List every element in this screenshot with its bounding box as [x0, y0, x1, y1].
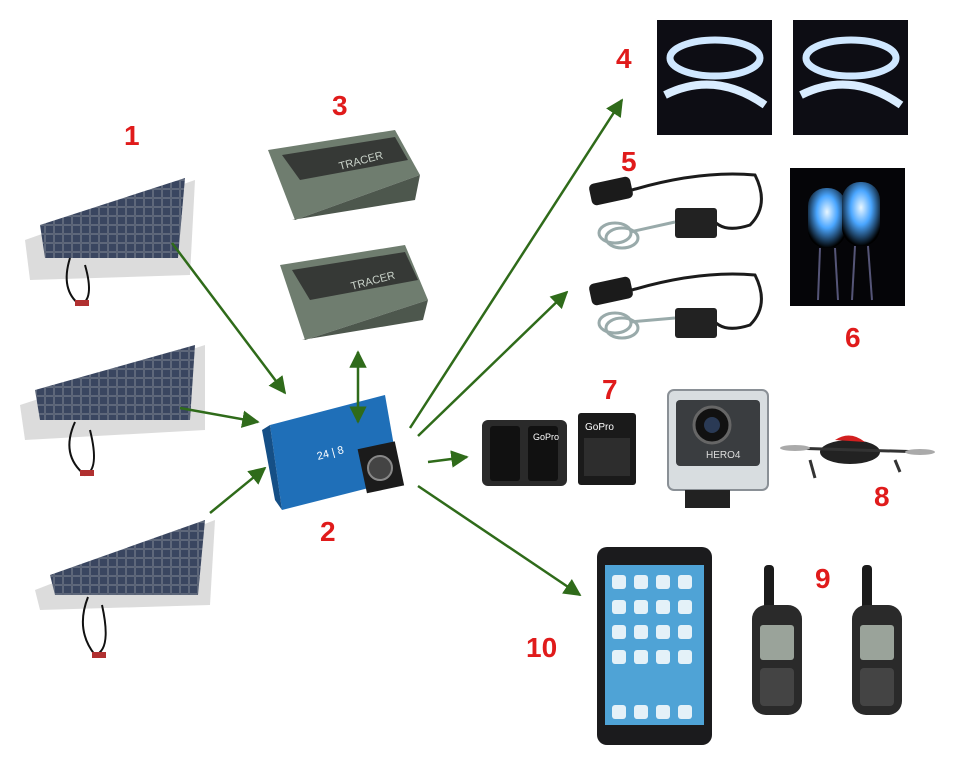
label-charge-controller: 2	[320, 516, 336, 547]
battery-bottom: TRACER	[280, 245, 428, 340]
immersion-heater-2	[589, 272, 763, 340]
arrow-to-heaters	[417, 290, 569, 437]
arrow-panel3-controller	[209, 466, 267, 514]
gopro-charger: GoPro	[482, 420, 567, 486]
label-solar-panels: 1	[124, 120, 140, 151]
camera-model-text: HERO4	[706, 450, 741, 461]
led-strip-2	[793, 20, 908, 135]
drone	[780, 435, 935, 479]
arrow-panel2-controller	[179, 406, 260, 428]
gopro-battery: GoPro	[578, 413, 636, 485]
solar-panel-3	[35, 520, 215, 658]
immersion-heater-1	[589, 172, 763, 250]
arrow-to-tablet	[417, 484, 582, 597]
sat-phone-1	[752, 565, 802, 715]
arrow-to-led-strips	[408, 98, 624, 429]
gopro-brand-text: GoPro	[533, 432, 559, 442]
solar-panel-2	[20, 345, 205, 477]
sat-phone-2	[852, 565, 902, 715]
label-immersion-heaters: 5	[621, 146, 637, 177]
charge-controller: 24 | 8	[262, 395, 405, 510]
solar-panel-1	[25, 178, 195, 307]
connection-arrows	[171, 98, 624, 597]
label-sat-phones: 9	[815, 563, 831, 594]
gopro-brand-text: GoPro	[585, 422, 614, 433]
label-gopro-kit: 7	[602, 374, 618, 405]
led-strip-1	[657, 20, 772, 135]
label-batteries: 3	[332, 90, 348, 121]
battery-top: TRACER	[268, 130, 420, 220]
arrow-panel1-controller	[171, 242, 287, 395]
label-leds: 6	[845, 322, 861, 353]
label-led-strips: 4	[616, 43, 632, 74]
label-drone: 8	[874, 481, 890, 512]
gopro-camera: HERO4	[667, 389, 769, 508]
tablet	[597, 547, 712, 745]
label-tablet: 10	[526, 632, 558, 663]
arrow-to-gopro	[427, 450, 469, 468]
led-bulbs	[790, 168, 905, 306]
